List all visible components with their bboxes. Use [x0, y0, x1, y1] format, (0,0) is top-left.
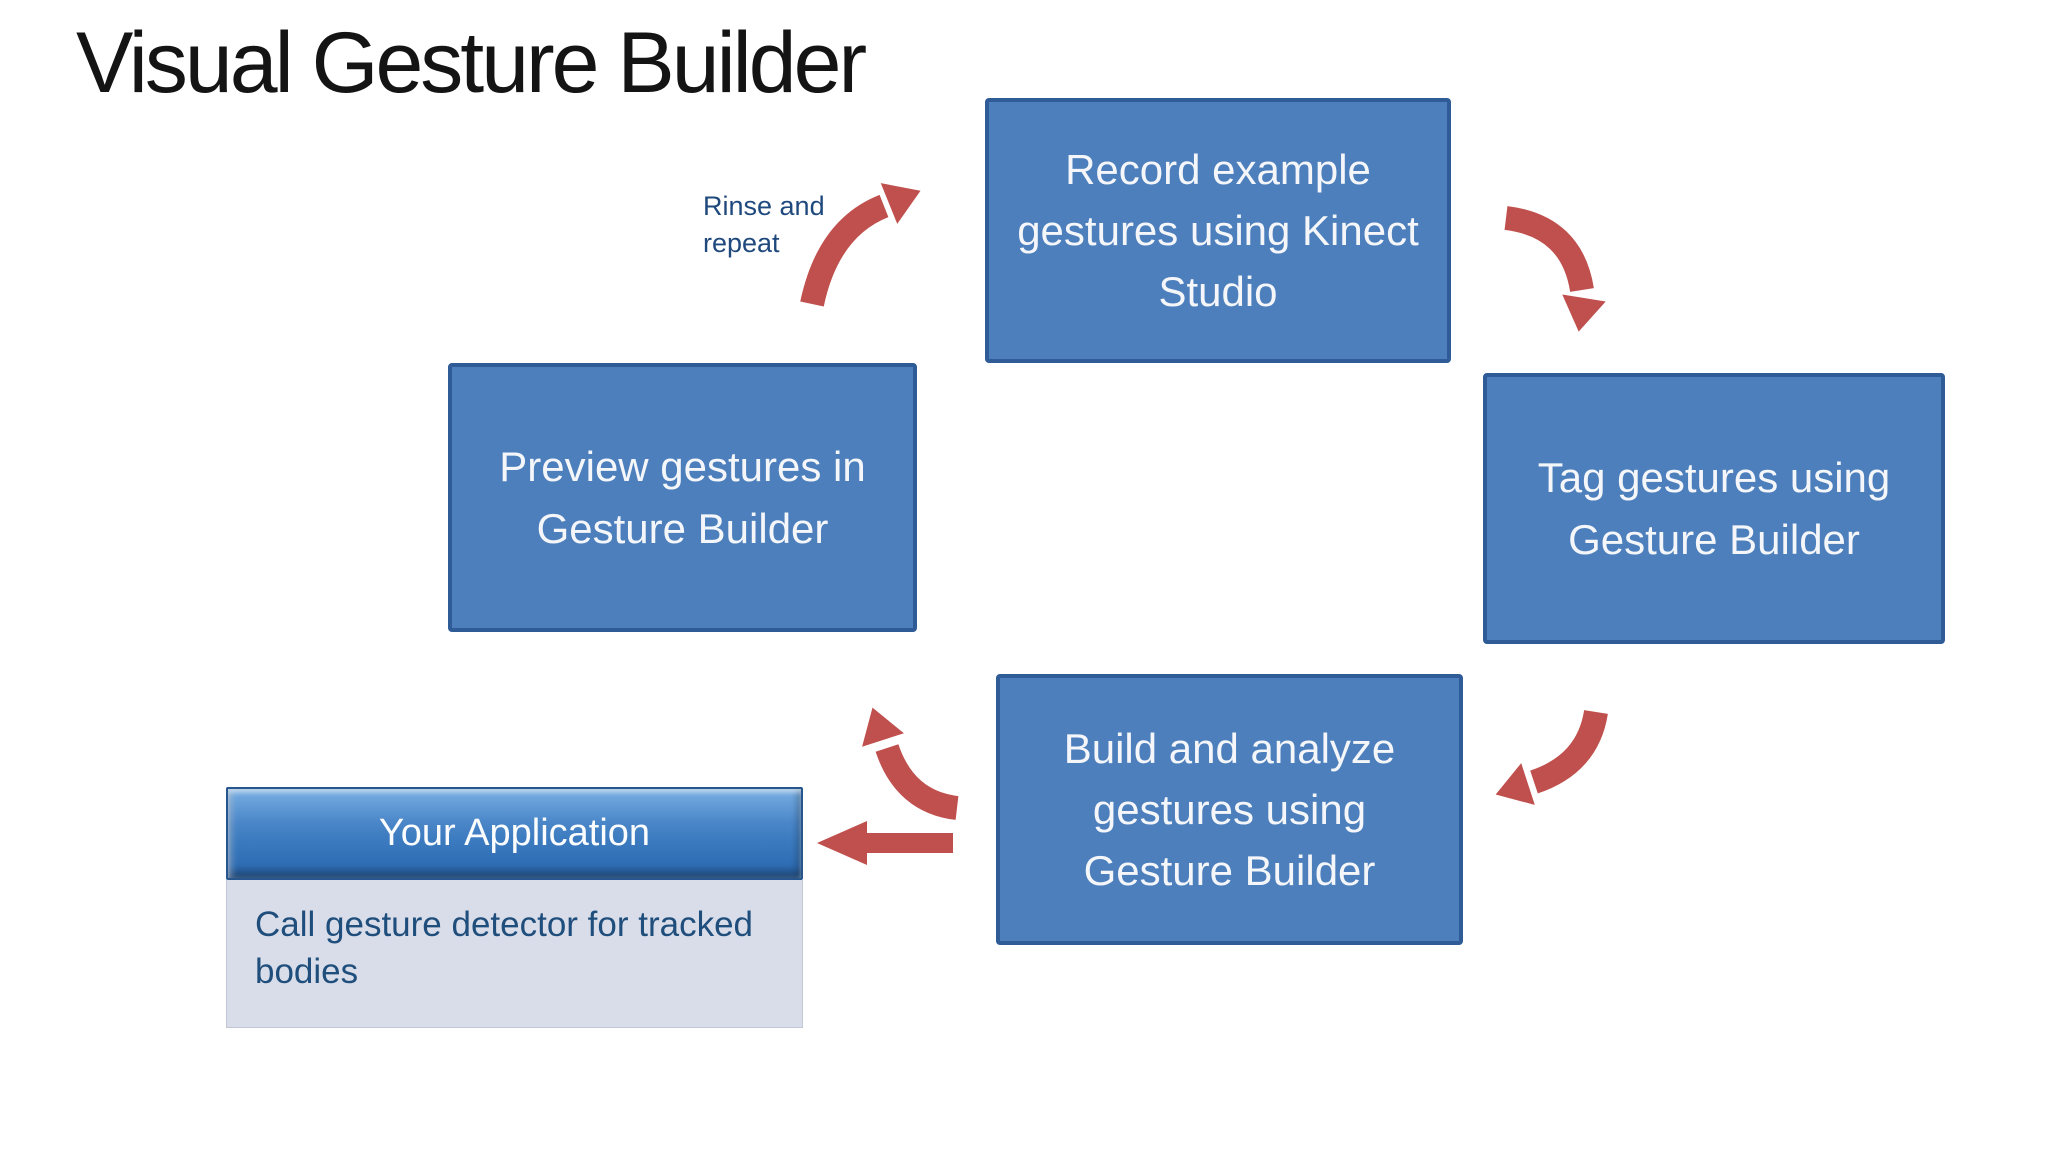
- flow-box-record-label: Record example gestures using Kinect Stu…: [1017, 145, 1419, 316]
- flow-box-preview-label: Preview gestures in Gesture Builder: [499, 443, 866, 552]
- application-box-description: Call gesture detector for tracked bodies: [255, 905, 754, 991]
- flow-box-tag: Tag gestures using Gesture Builder: [1483, 373, 1945, 644]
- straight-arrow-left-icon: [817, 821, 953, 865]
- flow-box-build-label: Build and analyze gestures using Gesture…: [1063, 724, 1396, 895]
- rinse-repeat-line1: Rinse and: [703, 191, 825, 221]
- curved-arrow-up-right-icon: [800, 183, 921, 307]
- flow-box-build: Build and analyze gestures using Gesture…: [996, 674, 1463, 945]
- rinse-repeat-line2: repeat: [703, 228, 780, 258]
- application-box-title: Your Application: [378, 812, 651, 854]
- curved-arrow-down-right-icon: [1504, 206, 1606, 332]
- application-box-body: Call gesture detector for tracked bodies: [226, 880, 803, 1028]
- application-box: Your Application Call gesture detector f…: [226, 787, 803, 1028]
- flow-box-tag-label: Tag gestures using Gesture Builder: [1537, 454, 1891, 563]
- curved-arrow-up-left-icon: [862, 707, 959, 820]
- flow-box-record: Record example gestures using Kinect Stu…: [985, 98, 1451, 363]
- rinse-repeat-label: Rinse and repeat: [703, 188, 825, 262]
- application-box-header: Your Application: [226, 787, 803, 880]
- curved-arrow-down-left-icon: [1495, 709, 1608, 805]
- flow-box-preview: Preview gestures in Gesture Builder: [448, 363, 917, 632]
- page-title: Visual Gesture Builder: [76, 15, 867, 111]
